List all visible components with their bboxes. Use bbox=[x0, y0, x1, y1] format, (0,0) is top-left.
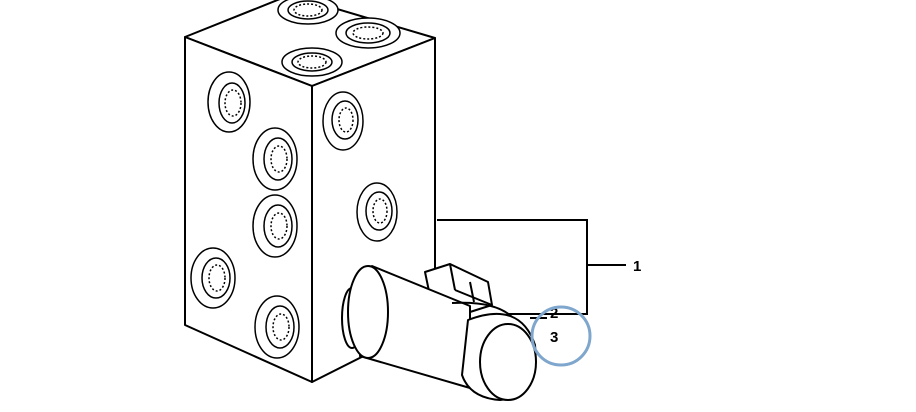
port-left-1 bbox=[207, 71, 251, 133]
port-left-2 bbox=[252, 127, 298, 191]
leader-bracket bbox=[437, 219, 588, 315]
port-right-2 bbox=[356, 182, 398, 242]
port-top-1 bbox=[277, 0, 339, 25]
port-top-3 bbox=[281, 47, 343, 77]
highlight-circle bbox=[530, 305, 592, 367]
solenoid-coil bbox=[341, 265, 537, 401]
port-left-4 bbox=[190, 247, 236, 309]
callout-1: 1 bbox=[633, 258, 641, 275]
port-left-5 bbox=[254, 295, 300, 359]
left-ports bbox=[190, 71, 300, 359]
right-ports bbox=[322, 91, 398, 242]
port-top-2 bbox=[335, 17, 401, 49]
callout-3: 3 bbox=[550, 329, 558, 346]
top-ports bbox=[277, 0, 401, 77]
port-left-3 bbox=[252, 194, 298, 258]
callout-2: 2 bbox=[550, 305, 558, 322]
port-right-1 bbox=[322, 91, 364, 151]
